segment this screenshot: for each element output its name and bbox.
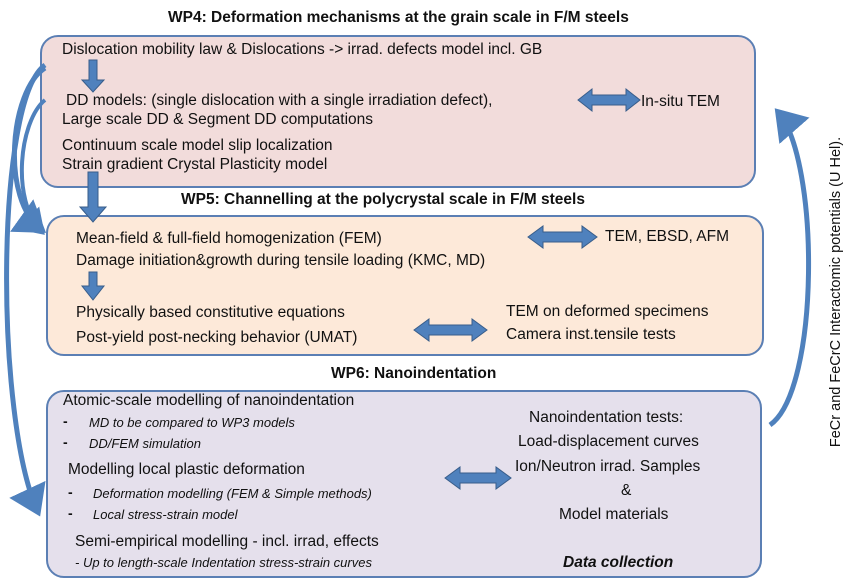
wp6-bullet2-dash: -: [63, 434, 68, 450]
wp5-line1: Mean-field & full-field homogenization (…: [76, 230, 382, 247]
side-label-potentials: FeCr and FeCrC Interactomic potentials (…: [828, 136, 844, 448]
wp4-line2: DD models: (single dislocation with a si…: [66, 92, 493, 109]
wp6-bullet2: DD/FEM simulation: [89, 436, 201, 451]
wp5-line3: Physically based constitutive equations: [76, 304, 345, 321]
wp4-line1: Dislocation mobility law & Dislocations …: [62, 41, 543, 58]
double-arrow-umat-camera: [413, 318, 488, 342]
wp6-title: WP6: Nanoindentation: [331, 365, 497, 382]
wp6-right2: Load-displacement curves: [518, 433, 699, 450]
curve-arrow-wp4-wp5-b: [16, 98, 47, 235]
wp6-line3: Semi-empirical modelling - incl. irrad, …: [75, 533, 379, 550]
wp4-title: WP4: Deformation mechanisms at the grain…: [168, 9, 629, 26]
wp6-right5: Model materials: [559, 506, 669, 523]
wp6-box: [46, 390, 762, 578]
wp4-box: [40, 35, 756, 188]
wp6-bullet3: Deformation modelling (FEM & Simple meth…: [93, 486, 372, 501]
wp5-title: WP5: Channelling at the polycrystal scal…: [181, 191, 585, 208]
wp6-sub3: - Up to length-scale Indentation stress-…: [75, 555, 372, 570]
wp5-line2: Damage initiation&growth during tensile …: [76, 252, 486, 269]
wp6-bullet4: Local stress-strain model: [93, 507, 238, 522]
curve-arrow-wp6-wp4: [768, 108, 812, 428]
wp6-data-collection: Data collection: [563, 554, 674, 571]
wp5-tem-deformed: TEM on deformed specimens: [506, 303, 709, 320]
wp5-line4: Post-yield post-necking behavior (UMAT): [76, 329, 358, 346]
wp4-line3: Large scale DD & Segment DD computations: [62, 111, 374, 128]
wp6-bullet1-dash: -: [63, 413, 68, 429]
down-arrow-wp4: [80, 59, 106, 93]
wp4-line5: Strain gradient Crystal Plasticity model: [62, 156, 328, 173]
wp4-line4: Continuum scale model slip localization: [62, 137, 333, 154]
wp6-right1: Nanoindentation tests:: [529, 409, 684, 426]
wp4-insitu-tem: In-situ TEM: [641, 93, 720, 110]
double-arrow-insitu-tem: [577, 87, 641, 113]
double-arrow-tem-ebsd: [527, 225, 598, 249]
double-arrow-nanoindentation: [444, 466, 512, 490]
wp5-camera-tests: Camera inst.tensile tests: [506, 326, 676, 343]
wp6-bullet1: MD to be compared to WP3 models: [89, 415, 295, 430]
wp6-right4: &: [621, 482, 632, 499]
wp5-box: [46, 215, 764, 356]
down-arrow-wp5: [80, 271, 106, 301]
down-arrow-wp4-wp5: [78, 171, 108, 223]
wp6-line2: Modelling local plastic deformation: [68, 461, 305, 478]
wp5-tem-ebsd-afm: TEM, EBSD, AFM: [605, 228, 730, 245]
wp6-bullet3-dash: -: [68, 484, 73, 500]
curve-arrow-wp4-wp6: [4, 62, 47, 517]
wp6-bullet4-dash: -: [68, 505, 73, 521]
wp6-line1: Atomic-scale modelling of nanoindentatio…: [63, 392, 355, 409]
wp6-right3: Ion/Neutron irrad. Samples: [515, 458, 701, 475]
